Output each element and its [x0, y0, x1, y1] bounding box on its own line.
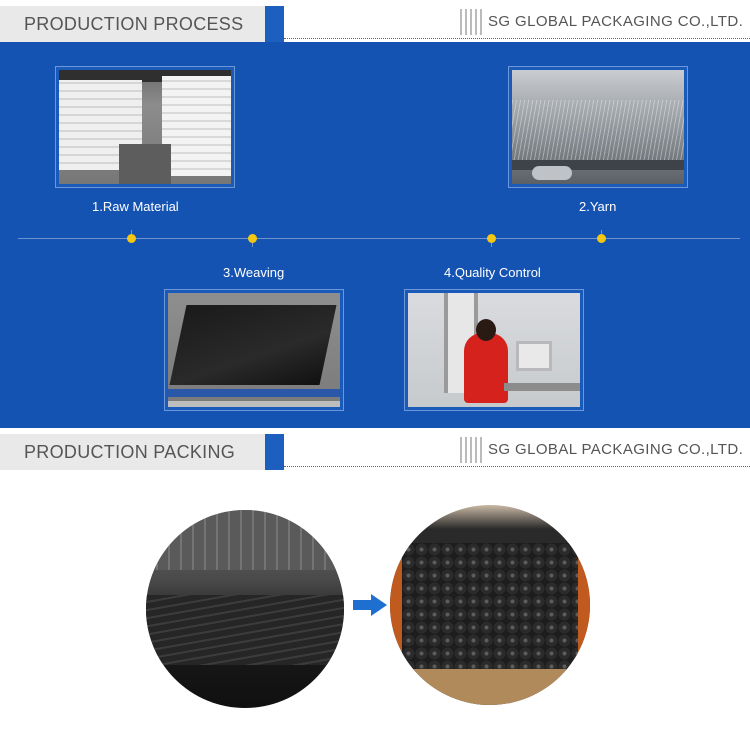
timeline-tick	[252, 239, 253, 247]
company-name: SG GLOBAL PACKAGING CO.,LTD.	[488, 13, 744, 30]
step-label-raw-material: 1.Raw Material	[92, 199, 179, 214]
raw-material-photo	[55, 66, 235, 188]
header-accent-block	[265, 434, 284, 470]
header-dotted-divider	[284, 466, 750, 467]
header-dotted-divider	[284, 38, 750, 39]
company-name: SG GLOBAL PACKAGING CO.,LTD.	[488, 441, 744, 458]
step-label-yarn: 2.Yarn	[579, 199, 617, 214]
header-title-panel	[0, 6, 265, 42]
stacked-rolls-photo	[146, 510, 344, 708]
quality-control-photo	[404, 289, 584, 411]
timeline-dot	[597, 234, 606, 243]
header-accent-block	[265, 6, 284, 42]
step-label-weaving: 3.Weaving	[223, 265, 285, 280]
process-header: PRODUCTION PROCESS SG GLOBAL PACKAGING C…	[0, 0, 750, 42]
header-stripes-decoration	[460, 437, 484, 463]
container-loading-photo	[390, 505, 590, 705]
timeline-dot	[487, 234, 496, 243]
yarn-photo	[508, 66, 688, 188]
step-label-quality-control: 4.Quality Control	[444, 265, 541, 280]
header-stripes-decoration	[460, 9, 484, 35]
production-process-panel: 1.Raw Material 2.Yarn 3.Weaving 4.Qualit…	[0, 42, 750, 428]
section-title: PRODUCTION PACKING	[24, 442, 236, 462]
timeline-tick	[491, 239, 492, 247]
section-title: PRODUCTION PROCESS	[24, 14, 244, 34]
packing-header: PRODUCTION PACKING SG GLOBAL PACKAGING C…	[0, 428, 750, 470]
process-timeline	[18, 238, 740, 239]
timeline-dot	[127, 234, 136, 243]
header-title-panel	[0, 434, 265, 470]
arrow-right-icon	[353, 594, 387, 616]
weaving-photo	[164, 289, 344, 411]
timeline-dot	[248, 234, 257, 243]
